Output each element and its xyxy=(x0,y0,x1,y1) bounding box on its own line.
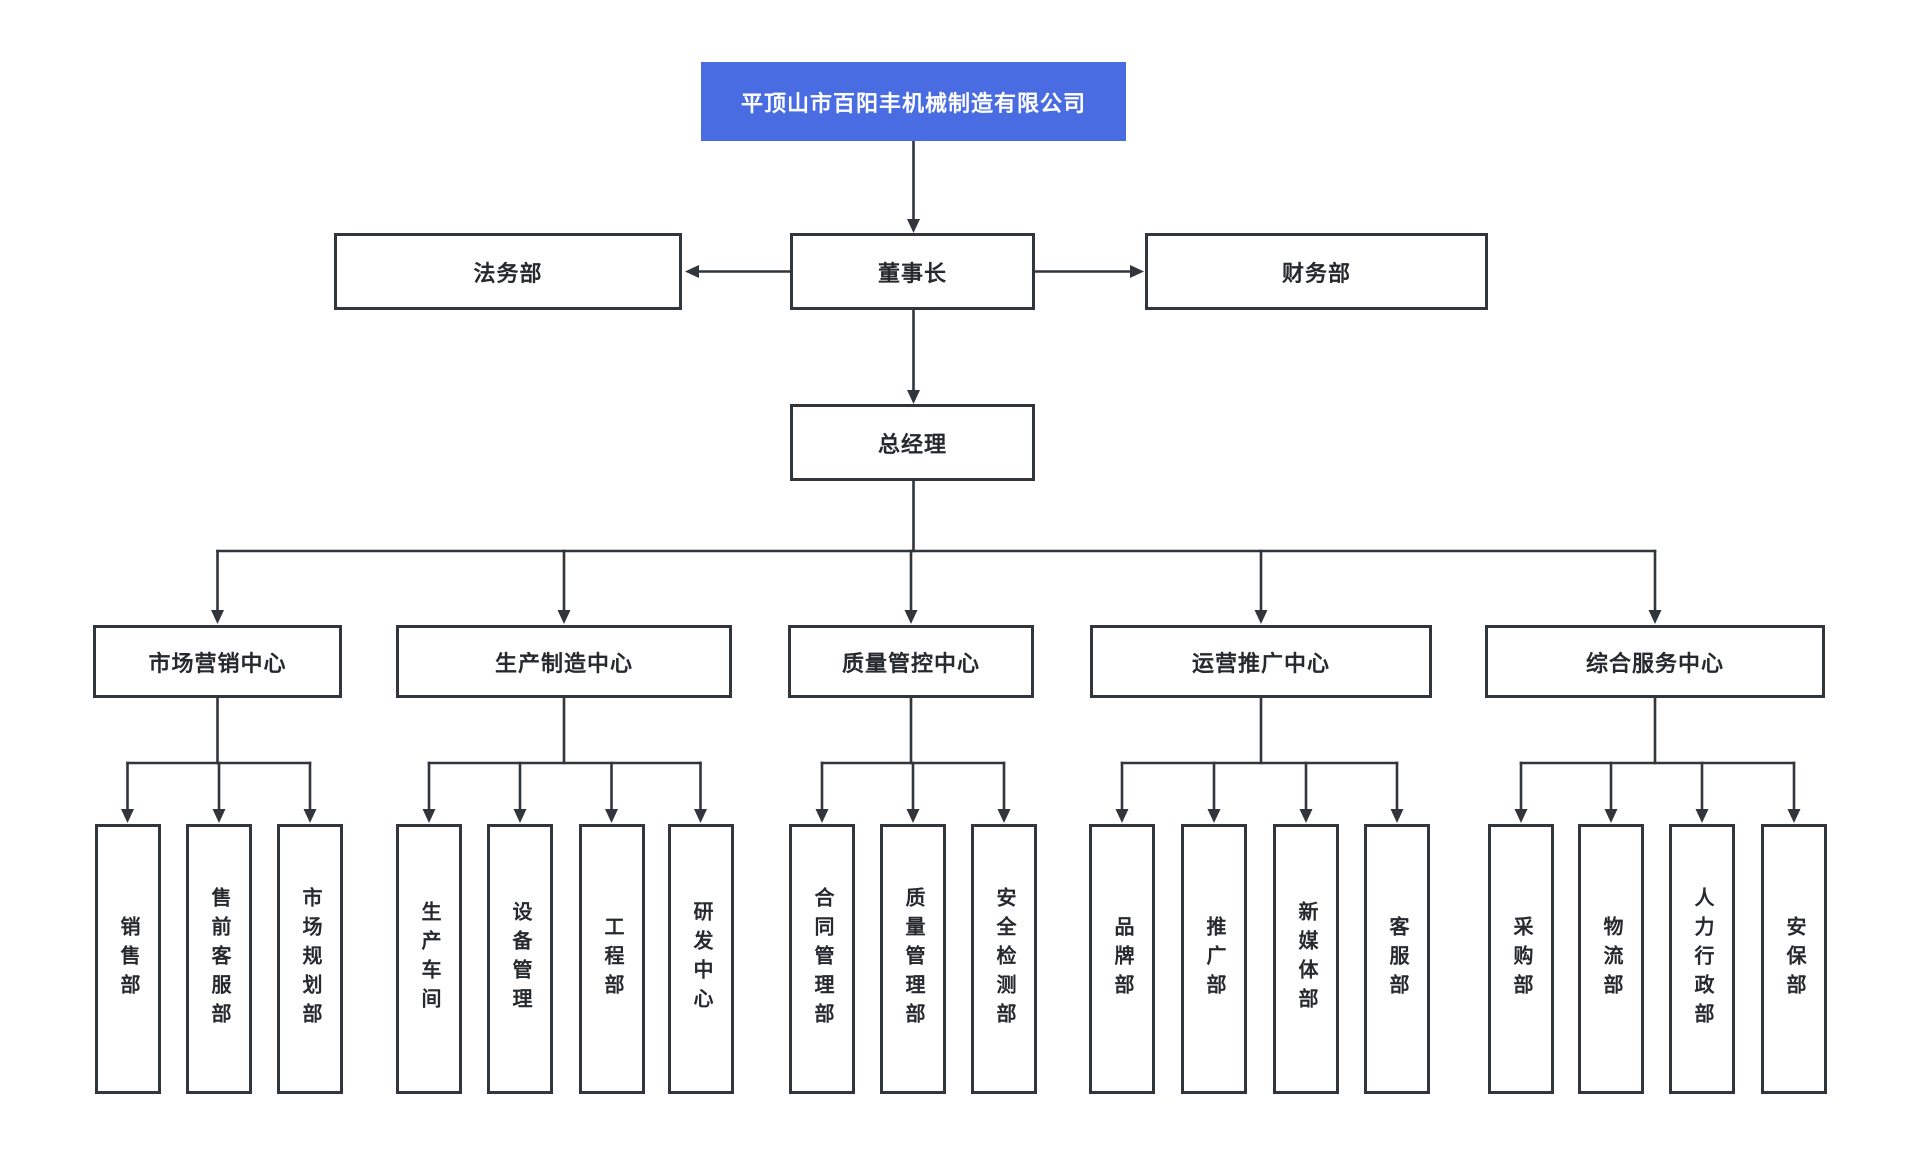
dept-box-engineering: 工程部 xyxy=(579,824,645,1094)
center-label-marketing: 市场营销中心 xyxy=(148,650,287,676)
dept-label-hr-admin: 人力行政部 xyxy=(1691,886,1713,1032)
general-manager-label: 总经理 xyxy=(877,431,947,457)
dept-box-contract-management: 合同管理部 xyxy=(789,824,855,1094)
dept-box-sales: 销售部 xyxy=(95,824,161,1094)
dept-box-brand: 品牌部 xyxy=(1089,824,1155,1094)
dept-label-equipment-management: 设备管理 xyxy=(509,901,531,1017)
company-name: 平顶山市百阳丰机械制造有限公司 xyxy=(740,90,1086,116)
center-label-production: 生产制造中心 xyxy=(494,650,633,676)
dept-label-legal: 法务部 xyxy=(473,260,543,286)
dept-box-new-media: 新媒体部 xyxy=(1273,824,1339,1094)
center-box-operations: 运营推广中心 xyxy=(1090,625,1432,698)
dept-label-new-media: 新媒体部 xyxy=(1295,901,1317,1017)
dept-box-security: 安保部 xyxy=(1761,824,1827,1094)
dept-box-quality-management: 质量管理部 xyxy=(880,824,946,1094)
dept-label-customer-service: 客服部 xyxy=(1386,915,1408,1003)
dept-label-quality-management: 质量管理部 xyxy=(902,886,924,1032)
dept-label-engineering: 工程部 xyxy=(601,915,623,1003)
dept-label-logistics: 物流部 xyxy=(1600,915,1622,1003)
dept-box-presales-service: 售前客服部 xyxy=(186,824,252,1094)
dept-box-equipment-management: 设备管理 xyxy=(487,824,553,1094)
dept-label-rd-center: 研发中心 xyxy=(690,901,712,1017)
dept-box-rd-center: 研发中心 xyxy=(668,824,734,1094)
dept-box-customer-service: 客服部 xyxy=(1364,824,1430,1094)
dept-box-procurement: 采购部 xyxy=(1488,824,1554,1094)
dept-label-brand: 品牌部 xyxy=(1111,915,1133,1003)
center-box-marketing: 市场营销中心 xyxy=(93,625,342,698)
dept-label-finance: 财务部 xyxy=(1281,260,1351,286)
dept-label-safety-inspection: 安全检测部 xyxy=(993,886,1015,1032)
dept-box-promotion: 推广部 xyxy=(1181,824,1247,1094)
dept-label-sales: 销售部 xyxy=(117,915,139,1003)
chairman-label: 董事长 xyxy=(877,260,947,286)
general-manager-box: 总经理 xyxy=(790,404,1035,481)
company-root-box: 平顶山市百阳丰机械制造有限公司 xyxy=(701,62,1126,141)
center-label-quality: 质量管控中心 xyxy=(841,650,980,676)
chairman-box: 董事长 xyxy=(790,233,1035,310)
dept-label-contract-management: 合同管理部 xyxy=(811,886,833,1032)
dept-box-safety-inspection: 安全检测部 xyxy=(971,824,1037,1094)
dept-box-market-planning: 市场规划部 xyxy=(277,824,343,1094)
center-label-services: 综合服务中心 xyxy=(1585,650,1724,676)
center-label-operations: 运营推广中心 xyxy=(1191,650,1330,676)
dept-box-production-workshop: 生产车间 xyxy=(396,824,462,1094)
center-box-quality: 质量管控中心 xyxy=(788,625,1034,698)
center-box-production: 生产制造中心 xyxy=(396,625,732,698)
dept-label-security: 安保部 xyxy=(1783,915,1805,1003)
dept-label-presales-service: 售前客服部 xyxy=(208,886,230,1032)
dept-box-logistics: 物流部 xyxy=(1578,824,1644,1094)
dept-box-hr-admin: 人力行政部 xyxy=(1669,824,1735,1094)
dept-label-production-workshop: 生产车间 xyxy=(418,901,440,1017)
dept-box-finance: 财务部 xyxy=(1145,233,1488,310)
dept-box-legal: 法务部 xyxy=(334,233,682,310)
dept-label-market-planning: 市场规划部 xyxy=(299,886,321,1032)
dept-label-procurement: 采购部 xyxy=(1510,915,1532,1003)
dept-label-promotion: 推广部 xyxy=(1203,915,1225,1003)
center-box-services: 综合服务中心 xyxy=(1485,625,1825,698)
